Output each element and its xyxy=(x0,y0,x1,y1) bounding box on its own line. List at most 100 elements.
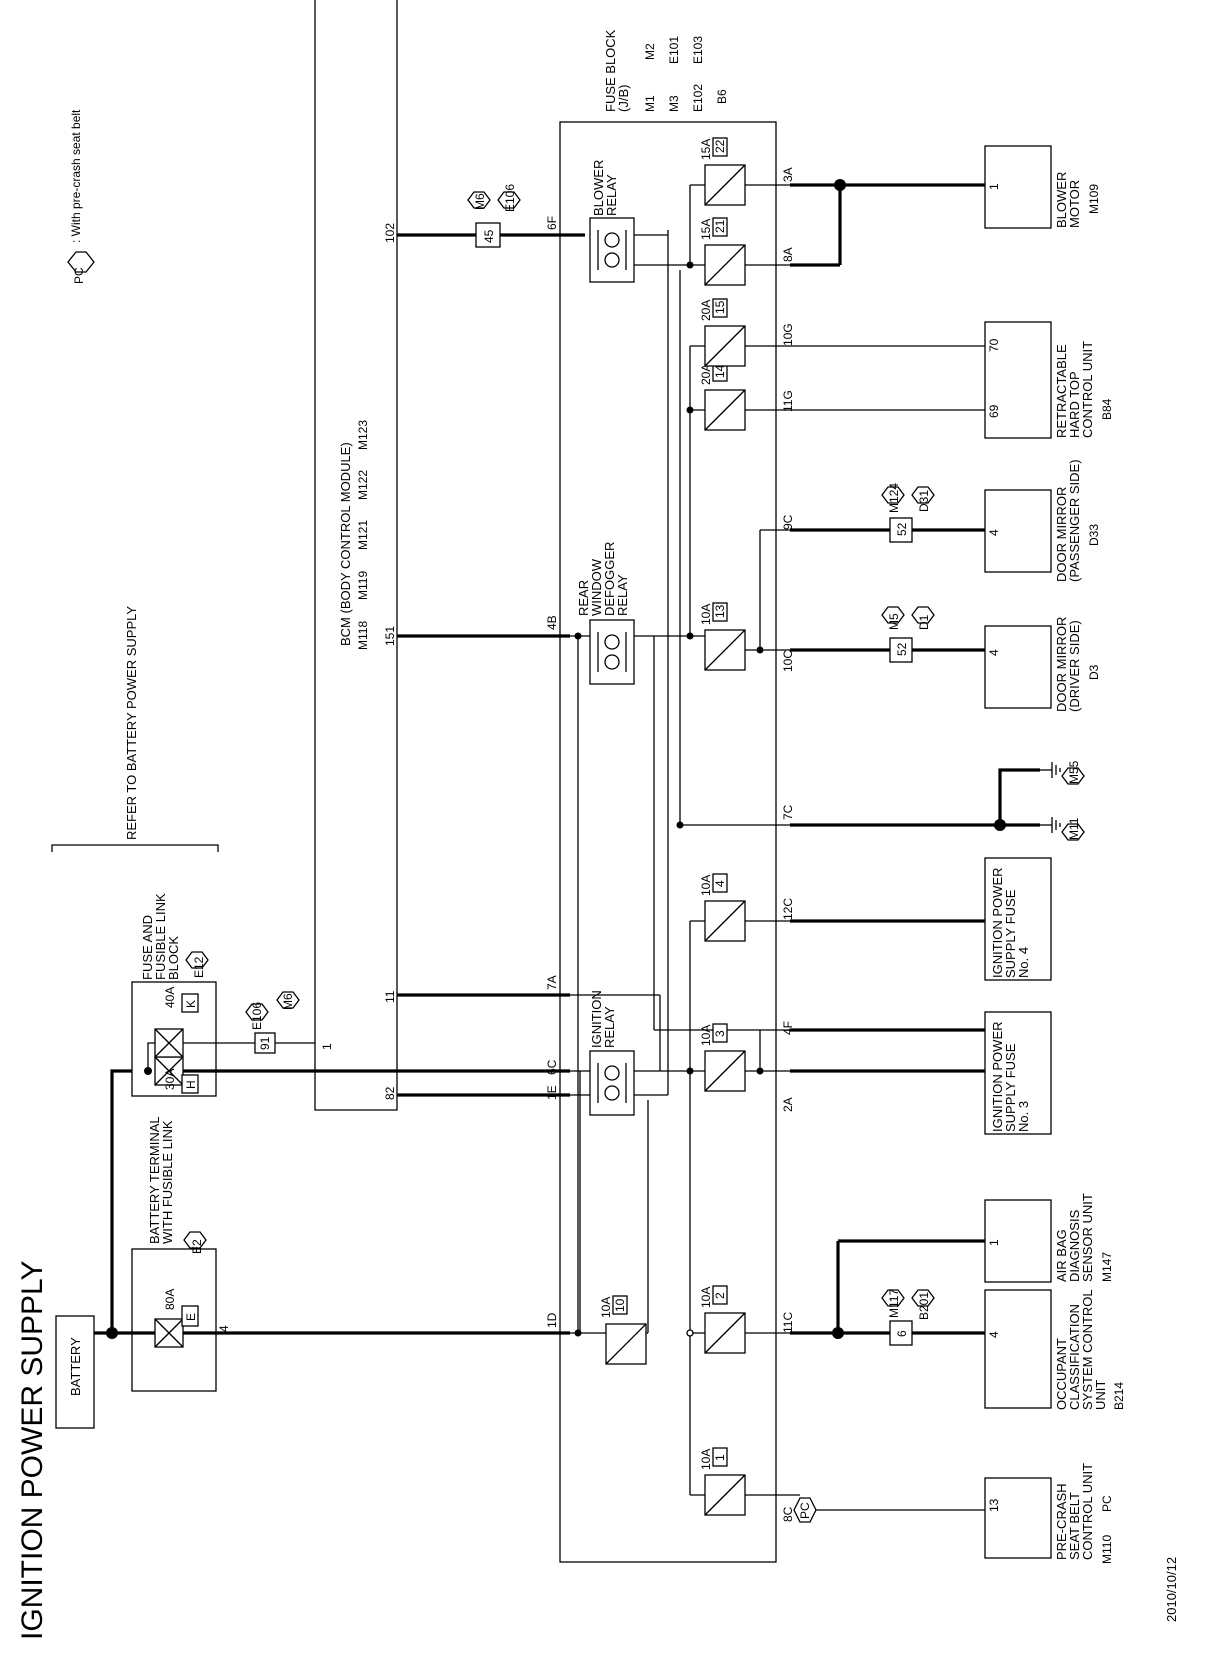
fuse-30a-amp: 30A xyxy=(163,1069,177,1090)
air-bag-conn: M147 xyxy=(1100,1252,1114,1282)
occupant-unit-box xyxy=(984,1289,1052,1409)
fusible-conn2: M6 xyxy=(281,993,295,1010)
mirror-driver-jc1: M5 xyxy=(887,613,901,630)
ground-m55: M55 xyxy=(1067,760,1081,784)
fusible-conn-pin: 91 xyxy=(258,1036,272,1050)
jb-1D: 1D xyxy=(545,1312,559,1328)
jb-3A: 3A xyxy=(781,167,795,182)
ign-fuse4-line1: IGNITION POWER xyxy=(990,868,1005,979)
occupant-line4: UNIT xyxy=(1093,1380,1108,1410)
fuse-14-id: 14 xyxy=(713,364,727,378)
pre-crash-line3: CONTROL UNIT xyxy=(1080,1463,1095,1560)
mirror-pass-line2: (PASSENGER SIDE) xyxy=(1067,459,1082,582)
air-bag-line3: SENSOR UNIT xyxy=(1080,1193,1095,1282)
hardtop-line2: HARD TOP xyxy=(1067,371,1082,438)
bcm-conn-3: M122 xyxy=(356,470,370,500)
air-bag-pin: 1 xyxy=(987,1239,1001,1246)
blower-relay xyxy=(589,217,635,283)
occupant-jc-pin: 6 xyxy=(895,1330,909,1337)
battery-terminal-conn: E2 xyxy=(190,1239,204,1254)
blower-conn2: E106 xyxy=(503,184,517,212)
bcm-conn-4: M123 xyxy=(356,420,370,450)
jb-4F: 4F xyxy=(781,1021,795,1035)
bcm-pin-82: 82 xyxy=(383,1086,397,1100)
mirror-driver-box xyxy=(984,625,1052,709)
fuse-13-id: 13 xyxy=(713,604,727,618)
bcm-pin-102: 102 xyxy=(383,223,397,243)
fuse-10a-2 xyxy=(704,1312,746,1354)
mirror-driver-jc-pin: 52 xyxy=(895,642,909,656)
defogger-relay-line3: DEFOGGER xyxy=(602,542,617,616)
defogger-relay-line4: RELAY xyxy=(615,574,630,616)
occupant-line1: OCCUPANT xyxy=(1054,1338,1069,1410)
fuse-3-amp: 10A xyxy=(699,1025,713,1046)
occupant-line2: CLASSIFICATION xyxy=(1067,1304,1082,1410)
air-bag-unit-box xyxy=(984,1199,1052,1283)
blower-motor-line1: BLOWER xyxy=(1054,172,1069,228)
blower-relay-line1: BLOWER xyxy=(591,160,606,216)
jb-12C: 12C xyxy=(781,898,795,920)
jb-7C: 7C xyxy=(781,804,795,820)
fuse-13-amp: 10A xyxy=(699,604,713,625)
fuse-block-conn-2: M3 xyxy=(667,95,681,112)
legend: PC : With pre-crash seat belt xyxy=(67,109,95,284)
pc-tag-8c: PC xyxy=(798,1502,812,1519)
mirror-driver-conn: D3 xyxy=(1087,664,1101,680)
mirror-pass-jc-pin: 52 xyxy=(895,522,909,536)
hardtop-line3: CONTROL UNIT xyxy=(1080,341,1095,438)
ground-m11: M11 xyxy=(1067,817,1081,840)
bcm-label: BCM (BODY CONTROL MODULE) xyxy=(338,442,353,646)
fuse-80a-id: E xyxy=(184,1313,198,1321)
blower-conn-pin: 45 xyxy=(482,229,496,243)
occupant-line3: SYSTEM CONTROL xyxy=(1080,1289,1095,1410)
pre-crash-line2: SEAT BELT xyxy=(1067,1492,1082,1560)
fuse-10a-10 xyxy=(605,1323,647,1365)
fuse-1-amp: 10A xyxy=(699,1449,713,1470)
bcm-pin-151: 151 xyxy=(383,626,397,646)
fuse-21-id: 21 xyxy=(713,219,727,233)
fusible-conn1: E106 xyxy=(250,1002,264,1030)
hardtop-line1: RETRACTABLE xyxy=(1054,344,1069,438)
hardtop-pin-70: 70 xyxy=(987,338,1001,352)
battery-terminal-line2: WITH FUSIBLE LINK xyxy=(160,1120,175,1244)
fuse-block-conn-0: M1 xyxy=(643,95,657,112)
fuse-block-conn-1: M2 xyxy=(643,43,657,60)
fuse-20a-15 xyxy=(704,325,746,367)
pre-crash-unit-box xyxy=(984,1477,1052,1559)
fusible-block-line3: BLOCK xyxy=(166,936,181,980)
fuse-20a-14 xyxy=(704,389,746,431)
defogger-relay-line1: REAR xyxy=(576,580,591,616)
fuse-block-conn-3: E101 xyxy=(667,36,681,64)
mirror-driver-line1: DOOR MIRROR xyxy=(1054,617,1069,712)
mirror-driver-pin: 4 xyxy=(987,649,1001,656)
bcm-conn-0: M118 xyxy=(356,621,370,650)
fuse-block-conn-6: B6 xyxy=(715,89,729,104)
jb-10C: 10C xyxy=(781,650,795,672)
fuse-2-amp: 10A xyxy=(699,1287,713,1308)
ignition-relay xyxy=(589,1050,635,1116)
jb-7A: 7A xyxy=(545,975,559,990)
occupant-pin: 4 xyxy=(987,1331,1001,1338)
ignition-relay-line2: RELAY xyxy=(602,1006,617,1048)
pre-crash-line1: PRE-CRASH xyxy=(1054,1483,1069,1560)
occupant-conn: B214 xyxy=(1112,1382,1126,1410)
fuse-30a-id: H xyxy=(184,1080,198,1089)
occupant-jc2: B201 xyxy=(917,1292,931,1320)
jb-11G: 11G xyxy=(781,390,795,412)
jb-8A: 8A xyxy=(781,247,795,262)
fuse-40a-amp: 40A xyxy=(163,987,177,1008)
fuse-block xyxy=(559,121,777,1563)
bcm-box xyxy=(314,0,398,1111)
fuse-14-amp: 20A xyxy=(699,364,713,385)
bcm-conn-1: M119 xyxy=(356,571,370,600)
fuse-10-id: 10 xyxy=(613,1298,627,1312)
pre-crash-tag: PC xyxy=(1100,1495,1114,1512)
jb-4B: 4B xyxy=(545,615,559,630)
mirror-driver-jc2: D1 xyxy=(917,614,931,630)
date: 2010/10/12 xyxy=(1164,1557,1179,1622)
fusible-block-line2: FUSIBLE LINK xyxy=(153,893,168,980)
fuse-block-conn-5: E103 xyxy=(691,36,705,64)
battery-terminal-line1: BATTERY TERMINAL xyxy=(147,1116,162,1244)
air-bag-line2: DIAGNOSIS xyxy=(1067,1209,1082,1282)
